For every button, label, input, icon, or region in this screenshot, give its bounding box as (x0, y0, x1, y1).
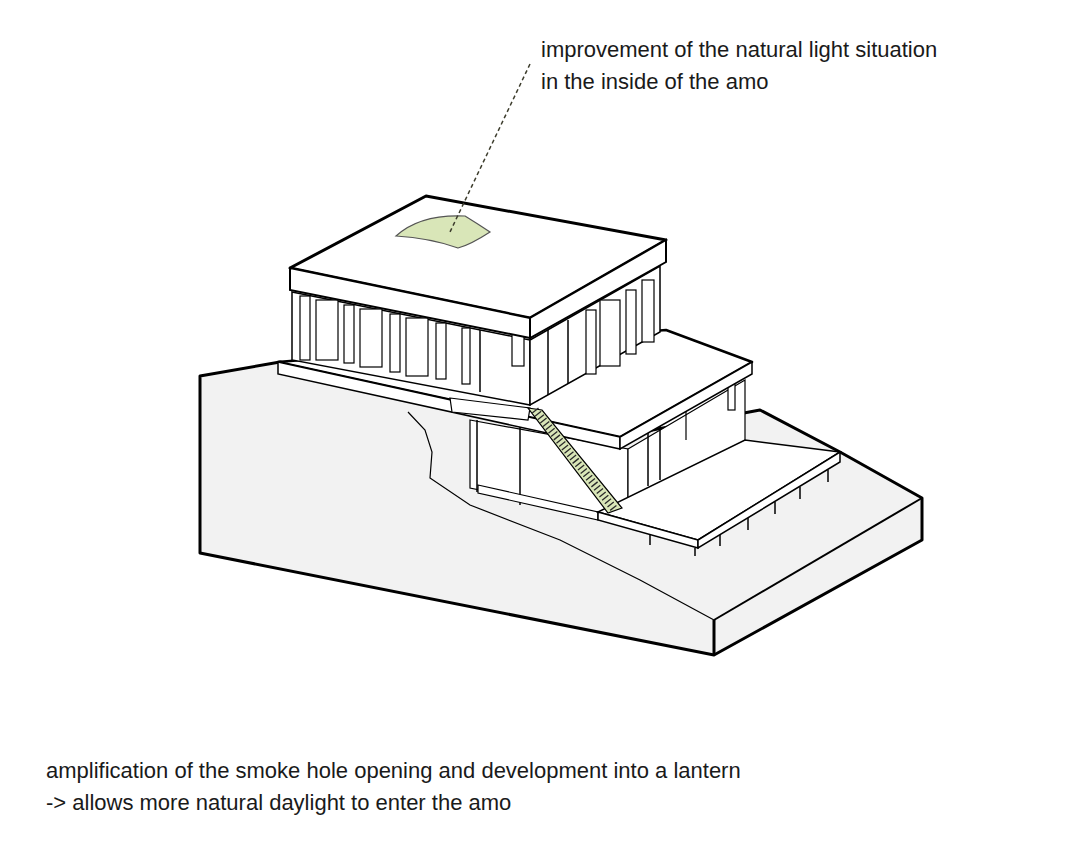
caption-text: amplification of the smoke hole opening … (46, 755, 1026, 787)
annotation-text: improvement of the natural light situati… (541, 34, 951, 98)
caption-text: -> allows more natural daylight to enter… (46, 787, 1026, 819)
